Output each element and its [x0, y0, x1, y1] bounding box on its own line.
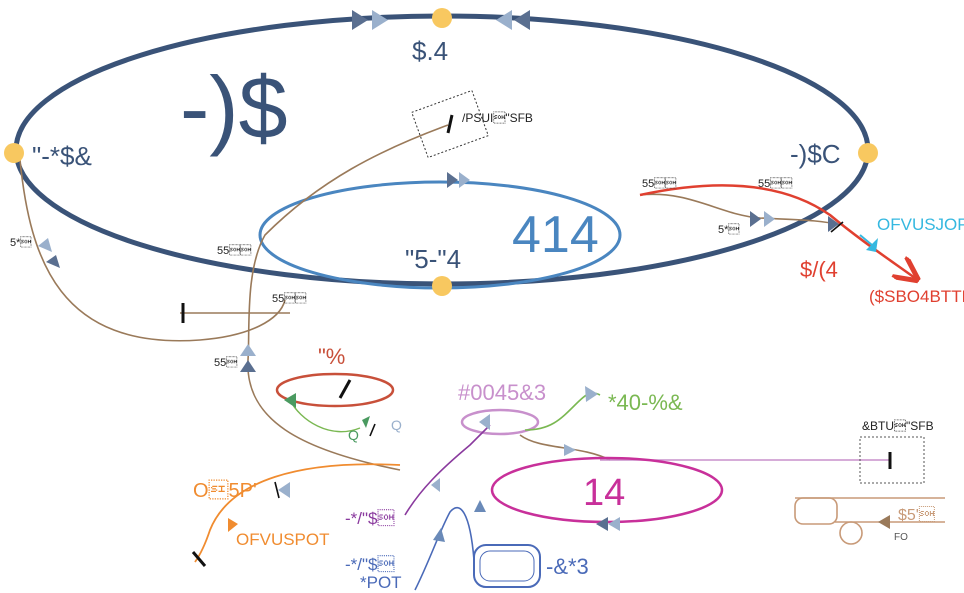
atlas-label: "5-"4	[405, 244, 461, 274]
gran-sasso-label: ($SBO4BTTP	[869, 287, 964, 306]
tt20-label: 55	[272, 292, 306, 305]
isolde-label: *40-%&	[608, 390, 683, 415]
leir-ring	[473, 544, 541, 588]
chevron-right-icon	[38, 10, 890, 542]
target-bar-icon	[181, 114, 892, 567]
cngs-label: $/(4	[800, 257, 838, 282]
tt60-label: 55	[217, 244, 251, 257]
neutrinos-label: OFVUSJOPT	[877, 215, 964, 234]
north-area-label: /PSUI"SFB	[462, 111, 533, 125]
ti2-line	[19, 159, 286, 342]
ad-label: "%	[318, 344, 345, 369]
ctf3-label: $5'	[898, 506, 935, 524]
ti8-label: 5*	[718, 223, 739, 236]
ions-label: *POT	[360, 573, 402, 592]
cms-label: $.4	[412, 36, 448, 66]
neutrinos-arrowhead-icon	[866, 238, 878, 252]
alice-label: "-*$&	[32, 141, 92, 171]
neutrons-label: OFVUSPOT	[236, 530, 330, 549]
cngs-line	[639, 184, 915, 278]
tt40-label: 55	[642, 177, 676, 190]
north-area-line	[247, 124, 449, 471]
p-label: Q	[348, 427, 359, 443]
ps-label: 14	[583, 472, 625, 514]
linac2-label: -*/"$	[345, 509, 395, 528]
sps-label: 414	[512, 206, 599, 264]
lhcb-label: -)$C	[790, 139, 841, 169]
tt10-label: 55	[214, 356, 237, 369]
ctf3-circle	[839, 521, 863, 545]
linac3-line	[414, 506, 475, 591]
east-area-box	[859, 436, 925, 484]
ntof-label: O5P'	[193, 479, 257, 502]
tt41-label: 55	[758, 177, 792, 190]
ti2-label: 5*	[10, 236, 31, 249]
booster-label: #0045&3	[458, 380, 546, 405]
linac3-label: -*/"$	[345, 555, 395, 574]
east-area-label: &BTU"SFB	[862, 419, 934, 433]
ps-to-booster-line	[519, 434, 611, 461]
minor-target-icon	[274, 221, 844, 499]
pbar-label: Q	[391, 417, 402, 433]
ctf3-box	[794, 497, 838, 525]
booster-ring	[460, 408, 540, 436]
linac2-line	[404, 424, 491, 516]
ad-ring	[275, 372, 395, 408]
leir-label: -&*3	[546, 554, 589, 579]
ti8-line	[639, 193, 841, 226]
north-area-box	[411, 89, 489, 159]
en-label: FO	[894, 532, 908, 543]
ntof-line	[194, 463, 401, 563]
neutrinos-arrow	[859, 234, 873, 246]
leir-inner	[479, 550, 535, 582]
lhc-big-label: -)$	[180, 58, 288, 157]
interaction-points	[4, 8, 878, 296]
